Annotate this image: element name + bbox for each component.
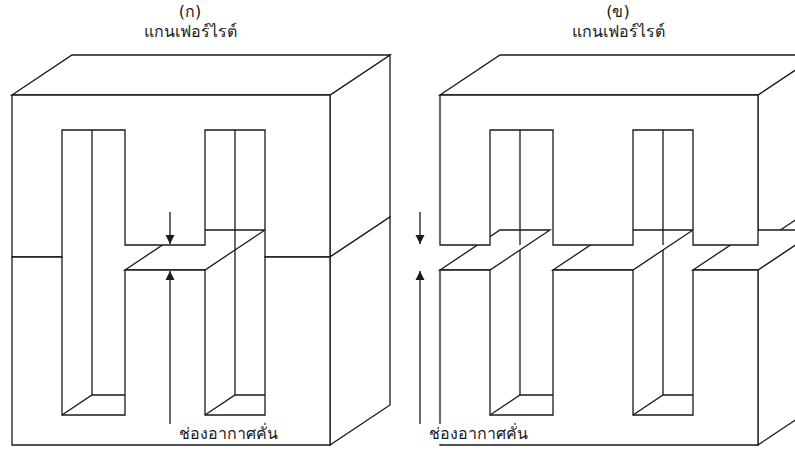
window-recess-line: [662, 250, 663, 395]
upper-e-core: [440, 95, 758, 245]
window-recess-line: [519, 250, 520, 395]
upper-e-core: [12, 95, 330, 257]
gap-arrow: [169, 212, 170, 244]
window-recess-line: [234, 130, 235, 395]
gap-arrow: [419, 212, 420, 244]
window-recess-line: [205, 395, 265, 415]
window-recess-line: [490, 395, 553, 415]
figure-title: แกนเฟอร์ไรต์: [144, 22, 237, 42]
figure-title: แกนเฟอร์ไรต์: [572, 22, 665, 42]
gap-leader-arrow: [169, 271, 170, 424]
lower-e-core: [12, 257, 330, 445]
figure-letter: (ข): [606, 2, 629, 22]
window-recess-line: [62, 395, 125, 415]
core-top-face: [12, 55, 390, 95]
window-recess-line: [91, 130, 92, 395]
figure-letter: (ก): [179, 2, 201, 22]
window-recess-line: [662, 130, 663, 245]
lower-e-core: [440, 270, 758, 445]
gap-label: ช่องอากาศคั่น: [427, 424, 530, 444]
core-side-face: [330, 217, 390, 445]
core-top-face: [440, 55, 795, 95]
window-recess-line: [633, 395, 693, 415]
gap-leader-arrow: [419, 271, 420, 424]
gap-label: ช่องอากาศคั่น: [177, 424, 280, 444]
window-recess-line: [519, 130, 520, 245]
